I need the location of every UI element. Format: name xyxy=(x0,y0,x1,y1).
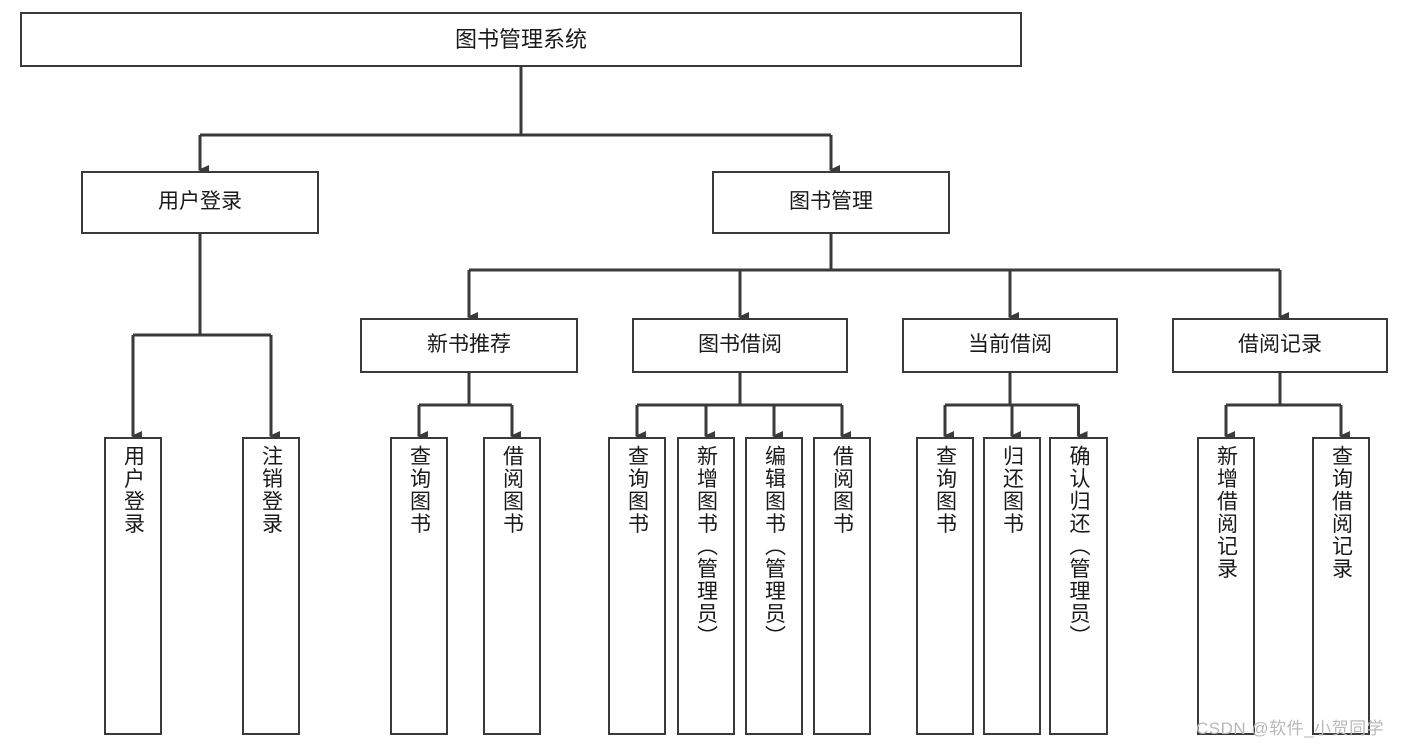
node-leaf-confirm[interactable]: 确认归还（管理员） xyxy=(1049,437,1108,735)
node-leaf-add-book[interactable]: 新增图书（管理员） xyxy=(677,437,735,735)
node-book-borrow[interactable]: 图书借阅 xyxy=(632,318,848,373)
node-leaf-query-rec[interactable]: 查询借阅记录 xyxy=(1312,437,1370,735)
node-label: 用户登录 xyxy=(121,445,145,535)
node-label: 确认归还（管理员） xyxy=(1067,445,1090,648)
watermark: CSDN @软件_小贺同学 xyxy=(1196,719,1385,738)
node-current-borrow[interactable]: 当前借阅 xyxy=(902,318,1118,373)
node-leaf-borrow-1[interactable]: 借阅图书 xyxy=(483,437,541,735)
connector-lines xyxy=(131,67,1350,441)
node-label: 查询图书 xyxy=(625,445,649,535)
node-book-manage[interactable]: 图书管理 xyxy=(712,171,950,234)
node-leaf-logout[interactable]: 注销登录 xyxy=(242,437,300,735)
node-label: 当前借阅 xyxy=(968,333,1052,357)
node-leaf-query-1[interactable]: 查询图书 xyxy=(390,437,448,735)
node-label: 新增借阅记录 xyxy=(1214,445,1238,580)
node-label: 归还图书 xyxy=(1000,445,1024,535)
node-label: 图书管理系统 xyxy=(454,26,587,52)
node-label: 查询图书 xyxy=(407,445,431,535)
node-leaf-edit-book[interactable]: 编辑图书（管理员） xyxy=(745,437,803,735)
node-label: 用户登录 xyxy=(158,190,242,214)
node-label: 查询借阅记录 xyxy=(1329,445,1353,580)
node-user-login[interactable]: 用户登录 xyxy=(81,171,319,234)
node-label: 图书借阅 xyxy=(698,333,782,357)
node-label: 新增图书（管理员） xyxy=(694,445,718,648)
node-new-book-rec[interactable]: 新书推荐 xyxy=(360,318,578,373)
node-leaf-query-2[interactable]: 查询图书 xyxy=(608,437,666,735)
node-label: 借阅记录 xyxy=(1238,333,1322,357)
node-label: 查询图书 xyxy=(933,445,957,535)
node-label: 借阅图书 xyxy=(830,445,854,535)
node-leaf-borrow-2[interactable]: 借阅图书 xyxy=(813,437,871,735)
node-label: 注销登录 xyxy=(259,445,283,535)
node-root[interactable]: 图书管理系统 xyxy=(20,12,1022,67)
node-label: 借阅图书 xyxy=(500,445,524,535)
node-label: 图书管理 xyxy=(789,190,873,214)
node-label: 新书推荐 xyxy=(427,333,511,357)
node-leaf-user-login[interactable]: 用户登录 xyxy=(104,437,162,735)
node-label: 编辑图书（管理员） xyxy=(762,445,786,648)
node-leaf-return[interactable]: 归还图书 xyxy=(983,437,1041,735)
node-borrow-record[interactable]: 借阅记录 xyxy=(1172,318,1388,373)
node-leaf-add-rec[interactable]: 新增借阅记录 xyxy=(1197,437,1255,735)
node-leaf-query-3[interactable]: 查询图书 xyxy=(916,437,974,735)
